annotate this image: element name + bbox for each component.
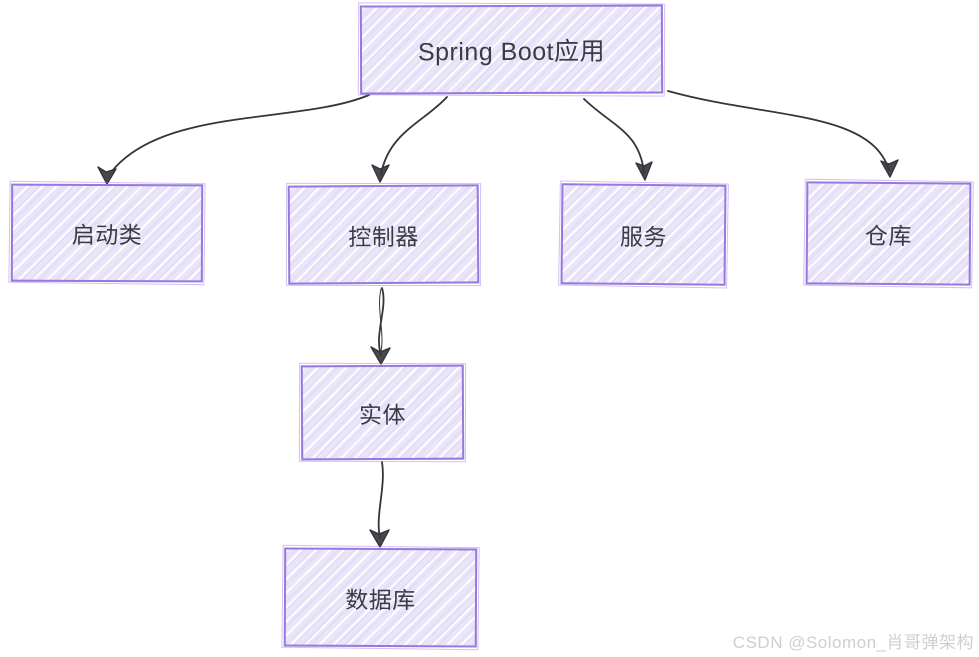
node-spring-boot-app: Spring Boot应用 — [359, 4, 664, 95]
node-label: 服务 — [619, 223, 668, 250]
edge-entity-database — [377, 461, 384, 539]
arrowhead-controller — [371, 164, 390, 183]
csdn-watermark: CSDN @Solomon_肖哥弹架构 — [732, 633, 974, 652]
edge-app-controller — [380, 96, 448, 176]
node-database: 数据库 — [283, 547, 478, 648]
node-service: 服务 — [560, 183, 727, 286]
edge-app-service — [583, 98, 645, 174]
node-label: 控制器 — [348, 223, 419, 250]
edge-app-repository — [667, 90, 890, 171]
edge-app-starter — [112, 94, 370, 171]
node-label: 仓库 — [864, 222, 913, 249]
arrowhead-database — [369, 529, 390, 548]
node-entity: 实体 — [300, 364, 465, 461]
node-label: 启动类 — [71, 221, 143, 249]
node-starter-class: 启动类 — [10, 183, 204, 283]
arrowhead-starter — [97, 166, 117, 185]
arrowhead-entity — [370, 346, 391, 365]
node-label: 数据库 — [345, 586, 416, 613]
node-controller: 控制器 — [287, 184, 480, 285]
arrowhead-service — [635, 161, 653, 181]
edge-controller-entity-double — [379, 288, 383, 356]
arrowhead-repository — [880, 159, 899, 178]
edge-controller-entity — [378, 287, 385, 356]
node-label: Spring Boot应用 — [417, 37, 606, 66]
node-label: 实体 — [358, 401, 407, 428]
node-repository: 仓库 — [805, 181, 972, 286]
